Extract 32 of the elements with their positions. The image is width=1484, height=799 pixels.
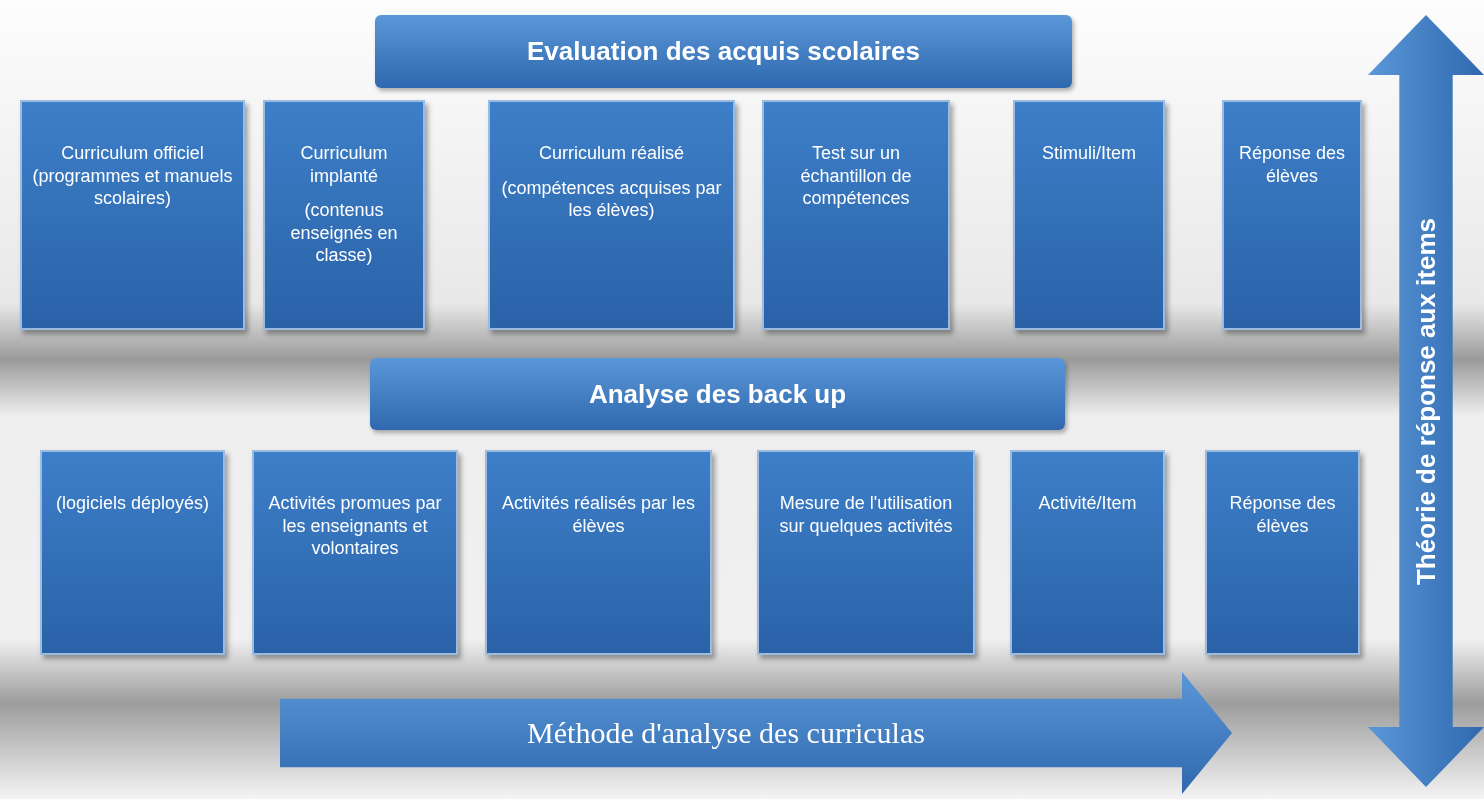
arrow-label: Théorie de réponse aux items	[1410, 217, 1442, 585]
box-label: (compétences acquises par les élèves)	[500, 176, 723, 222]
band-title: Evaluation des acquis scolaires	[526, 36, 921, 67]
box-label: Curriculum implanté	[299, 142, 389, 187]
process-box	[485, 450, 712, 655]
process-box	[1013, 100, 1165, 330]
band-title: Analyse des back up	[588, 378, 847, 410]
process-box	[252, 450, 458, 655]
header-band	[375, 15, 1072, 88]
process-box	[40, 450, 225, 655]
process-box	[1205, 450, 1360, 655]
box-label: Curriculum officiel (programmes et manuels scolaires)	[31, 142, 234, 210]
box-label: Activités réalisés par les élèves	[500, 492, 697, 537]
box-label: Test sur un échantillon de compétences	[799, 142, 913, 210]
box-label: Mesure de l'utilisation sur quelques activités	[778, 492, 954, 537]
process-box	[488, 100, 735, 330]
box-label: Activité/Item	[1038, 492, 1137, 515]
box-label: Activités promues par les enseignants et volontaires	[267, 492, 443, 560]
process-box	[1010, 450, 1165, 655]
box-label: (logiciels déployés)	[55, 492, 210, 515]
box-label: Réponse des élèves	[1228, 492, 1337, 537]
process-box	[263, 100, 425, 330]
box-label: Stimuli/Item	[1042, 142, 1136, 165]
process-box	[1222, 100, 1362, 330]
box-label: Curriculum réalisé	[538, 142, 684, 165]
process-box	[762, 100, 950, 330]
arrow-label: Méthode d'analyse des curriculas	[527, 716, 925, 750]
box-label: Réponse des élèves	[1237, 142, 1347, 187]
box-label: (contenus enseignés en classe)	[289, 199, 399, 267]
header-band	[370, 358, 1065, 430]
process-box	[20, 100, 245, 330]
process-box	[757, 450, 975, 655]
